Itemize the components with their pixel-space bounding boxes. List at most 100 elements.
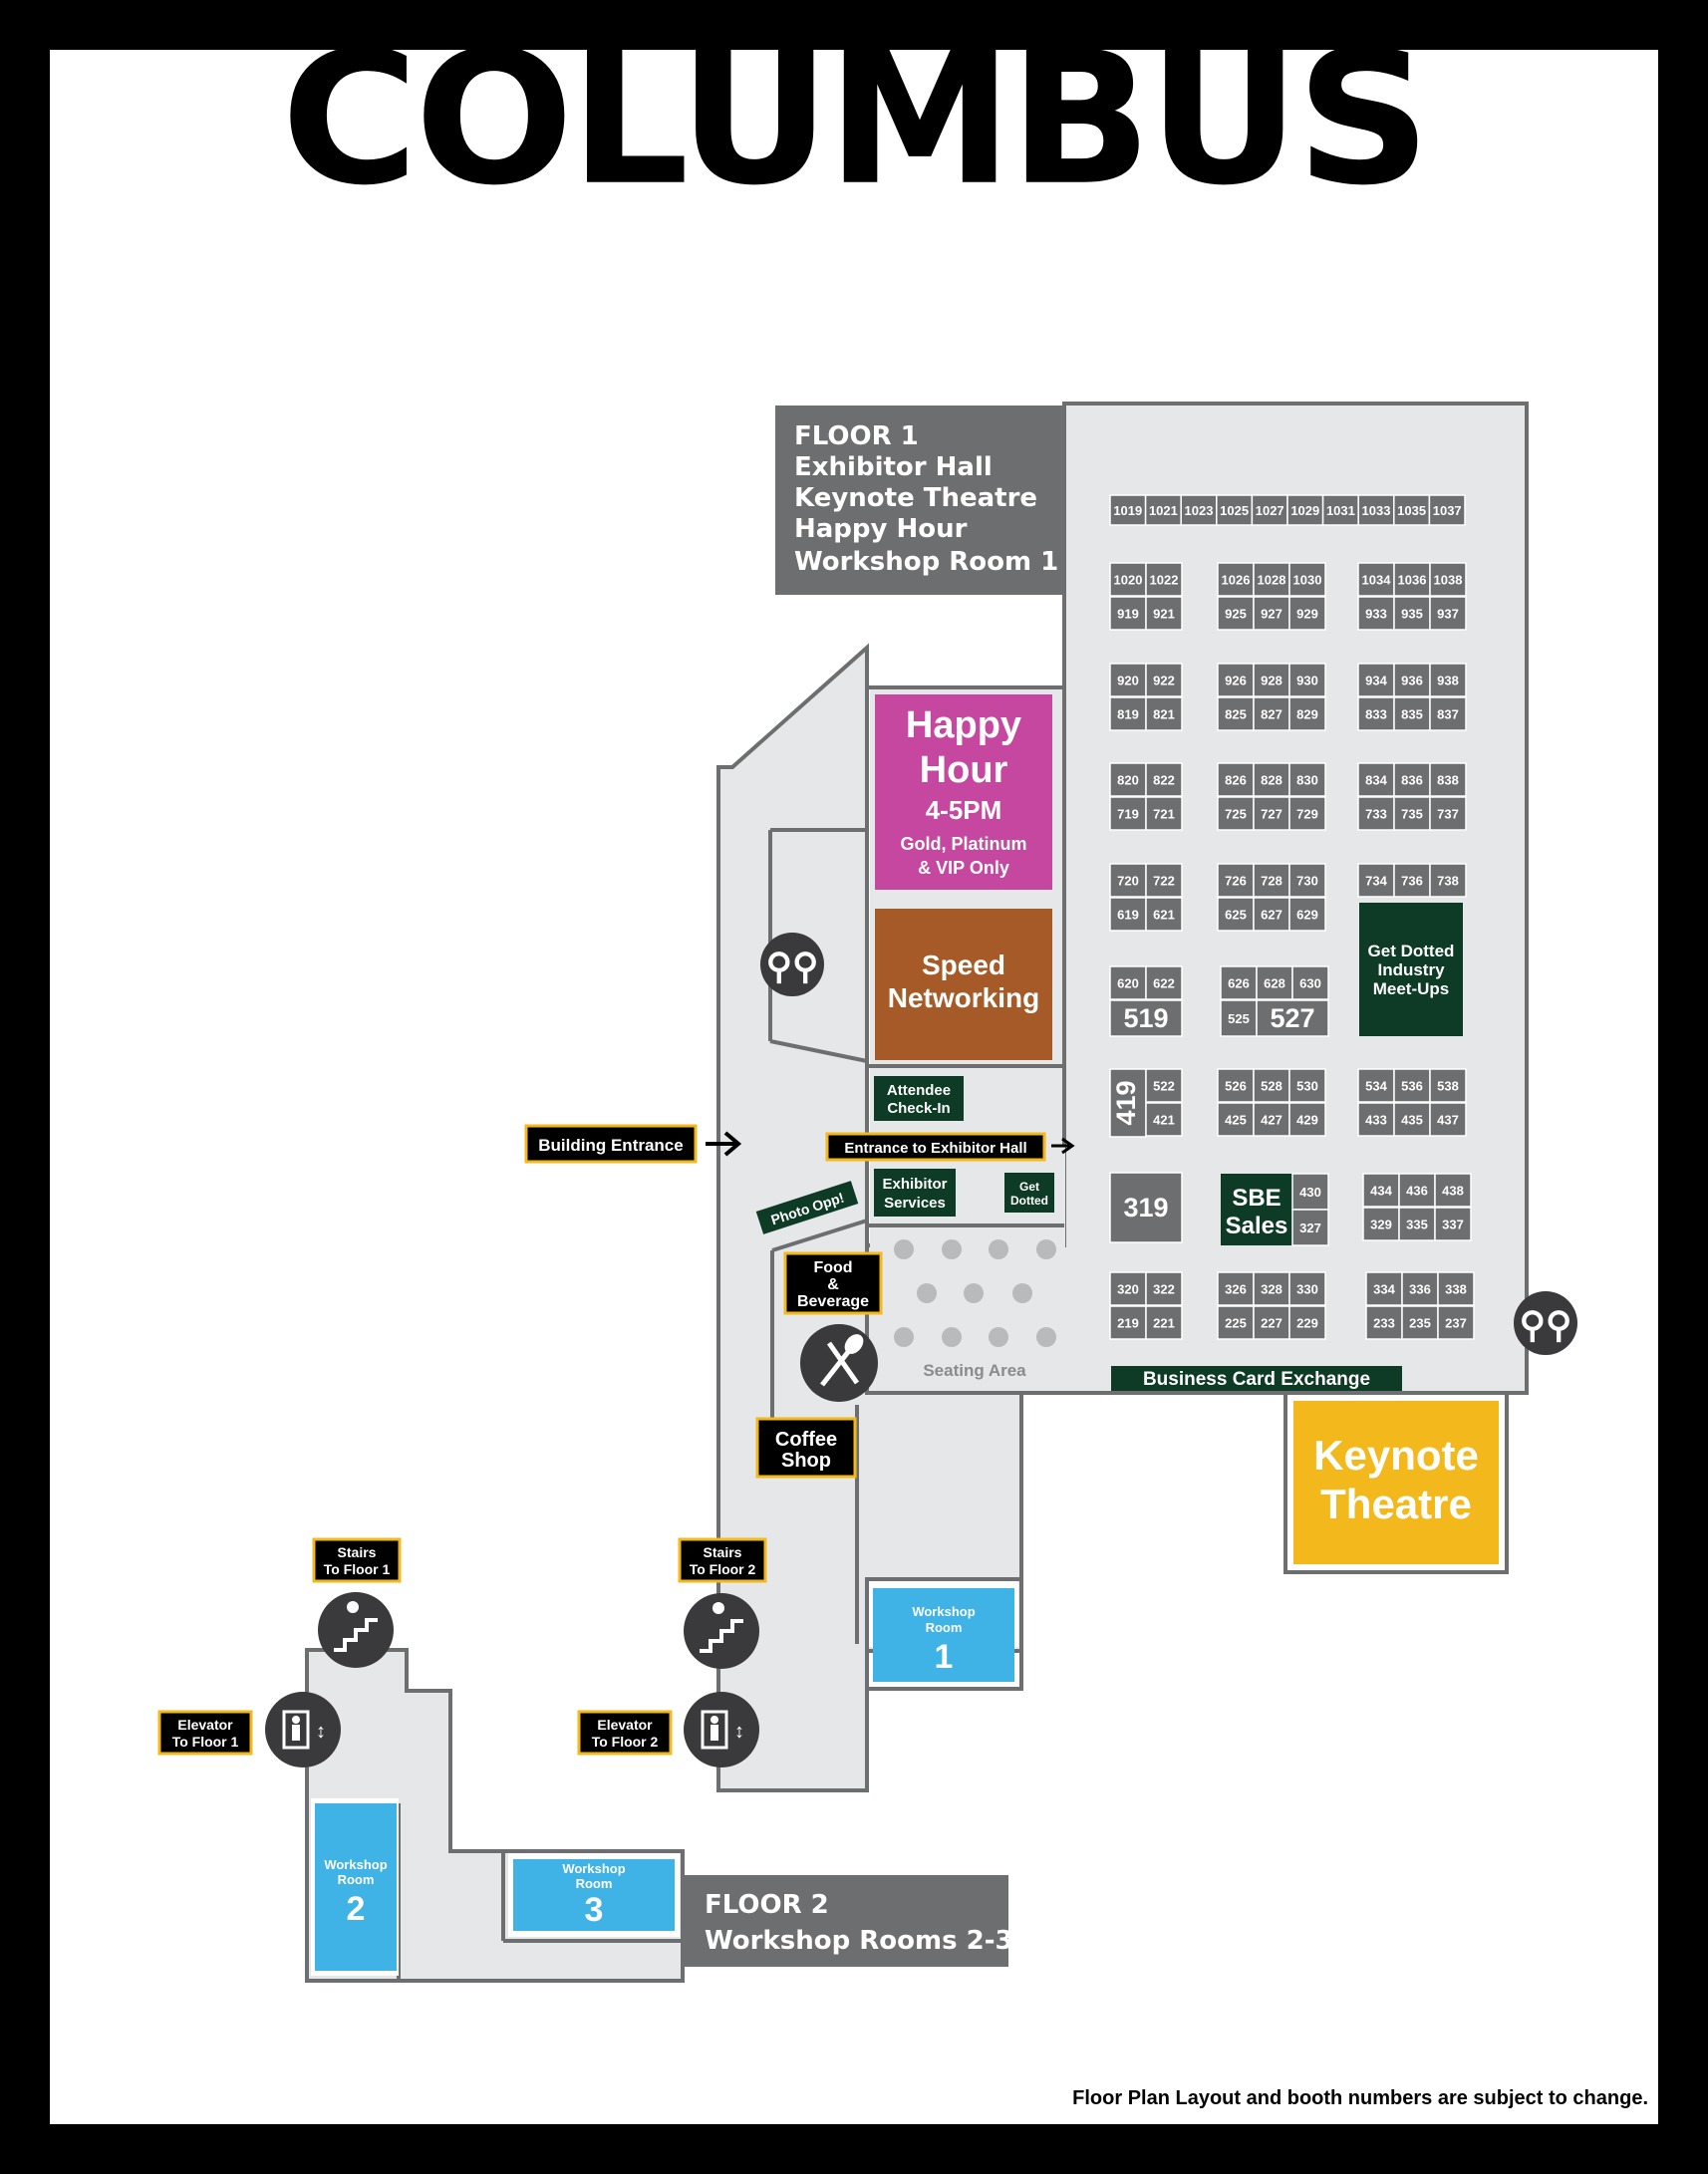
booth-319 bbox=[1109, 1172, 1183, 1243]
booth-label: 536 bbox=[1401, 1079, 1423, 1094]
food-beverage-label: Food & Beverage bbox=[783, 1251, 883, 1315]
svg-text:2: 2 bbox=[347, 1890, 366, 1928]
booth-label: 838 bbox=[1437, 773, 1459, 788]
booth-label: 827 bbox=[1261, 707, 1282, 722]
booth-label: 825 bbox=[1225, 707, 1247, 722]
booth-label: 534 bbox=[1365, 1079, 1387, 1094]
booth-827 bbox=[1253, 696, 1290, 731]
svg-text:Coffee: Coffee bbox=[775, 1429, 837, 1451]
booth-326 bbox=[1217, 1271, 1255, 1306]
booth-label: 921 bbox=[1153, 607, 1175, 622]
booth-label: 920 bbox=[1117, 674, 1139, 688]
svg-text:Beverage: Beverage bbox=[797, 1293, 869, 1310]
booth-label: 938 bbox=[1437, 674, 1459, 688]
booth-733 bbox=[1357, 796, 1395, 831]
booth-label: 1036 bbox=[1398, 573, 1427, 588]
svg-text:Speed: Speed bbox=[922, 950, 1005, 980]
booth-425 bbox=[1217, 1102, 1255, 1137]
booth-label: 620 bbox=[1117, 976, 1139, 991]
workshop-room-2: Workshop Room 2 bbox=[311, 1798, 399, 1976]
booth-822 bbox=[1145, 762, 1183, 797]
svg-text:Stairs: Stairs bbox=[338, 1544, 377, 1560]
booth-label: 928 bbox=[1261, 674, 1282, 688]
svg-text:To Floor 2: To Floor 2 bbox=[592, 1734, 659, 1750]
building-entrance-label: Building Entrance bbox=[524, 1124, 698, 1164]
booth-label: 719 bbox=[1117, 807, 1139, 822]
booth-label: 429 bbox=[1296, 1113, 1318, 1128]
booth-label: 235 bbox=[1409, 1316, 1431, 1331]
booth-336 bbox=[1401, 1271, 1439, 1306]
booth-728 bbox=[1253, 863, 1290, 898]
booth-519 bbox=[1109, 999, 1183, 1037]
svg-text:Stairs: Stairs bbox=[704, 1544, 742, 1560]
entrance-exhibitor-hall-label: Entrance to Exhibitor Hall bbox=[825, 1132, 1046, 1162]
svg-text:Workshop: Workshop bbox=[912, 1604, 975, 1619]
svg-text:SBE: SBE bbox=[1232, 1185, 1281, 1212]
svg-text:Dotted: Dotted bbox=[1010, 1194, 1048, 1208]
booth-726 bbox=[1217, 863, 1255, 898]
booth-938 bbox=[1429, 663, 1467, 697]
svg-text:Services: Services bbox=[884, 1195, 946, 1212]
booth-label: 1021 bbox=[1149, 503, 1178, 518]
booth-label: 622 bbox=[1153, 976, 1175, 991]
booth-1030 bbox=[1288, 562, 1326, 597]
booth-label: 937 bbox=[1437, 607, 1459, 622]
booth-label: 628 bbox=[1264, 976, 1285, 991]
booth-label: 337 bbox=[1442, 1218, 1464, 1232]
restroom-icon: ⚲⚲ bbox=[760, 933, 824, 996]
booth-836 bbox=[1393, 762, 1431, 797]
svg-text:⚲⚲: ⚲⚲ bbox=[1520, 1304, 1572, 1345]
restroom-icon: ⚲⚲ bbox=[1514, 1291, 1577, 1355]
booth-430 bbox=[1291, 1173, 1329, 1211]
svg-text:Room: Room bbox=[576, 1876, 613, 1891]
booth-936 bbox=[1393, 663, 1431, 697]
booth-label: 926 bbox=[1225, 674, 1247, 688]
booth-834 bbox=[1357, 762, 1395, 797]
booth-label: 935 bbox=[1401, 607, 1423, 622]
booth-label: 1037 bbox=[1433, 503, 1462, 518]
booth-1038 bbox=[1429, 562, 1467, 597]
keynote-theatre: Keynote Theatre bbox=[1283, 1391, 1509, 1574]
booth-1020 bbox=[1109, 562, 1147, 597]
booth-label: 834 bbox=[1365, 773, 1387, 788]
booth-235 bbox=[1401, 1305, 1439, 1340]
booth-label: 528 bbox=[1261, 1079, 1282, 1094]
booth-label: 433 bbox=[1365, 1113, 1387, 1128]
booth-1028 bbox=[1253, 562, 1290, 597]
workshop-room-3: Workshop Room 3 bbox=[508, 1853, 680, 1937]
seating-area: Seating Area bbox=[894, 1239, 1056, 1380]
svg-text:Elevator: Elevator bbox=[177, 1717, 233, 1733]
booth-821 bbox=[1145, 696, 1183, 731]
svg-text:Entrance to Exhibitor Hall: Entrance to Exhibitor Hall bbox=[844, 1140, 1026, 1157]
fork-spoon-icon bbox=[800, 1324, 878, 1402]
booth-label: 625 bbox=[1225, 908, 1247, 923]
workshop-room-1: Workshop Room 1 bbox=[867, 1579, 1018, 1682]
booth-label: 725 bbox=[1225, 807, 1247, 822]
booth-1023 bbox=[1180, 494, 1218, 526]
booth-label: 221 bbox=[1153, 1316, 1175, 1331]
svg-text:FLOOR 1: FLOOR 1 bbox=[794, 421, 919, 451]
arrow-icon bbox=[1051, 1137, 1075, 1155]
booth-label: 829 bbox=[1296, 707, 1318, 722]
attendee-checkin: Attendee Check-In bbox=[874, 1076, 964, 1121]
svg-text:Seating Area: Seating Area bbox=[923, 1361, 1026, 1380]
booth-829 bbox=[1288, 696, 1326, 731]
booth-label: 329 bbox=[1370, 1218, 1392, 1232]
booth-926 bbox=[1217, 663, 1255, 697]
workshop-room-1-wall bbox=[865, 1577, 1023, 1691]
booth-label: 929 bbox=[1296, 607, 1318, 622]
svg-text:Business Card Exchange: Business Card Exchange bbox=[1143, 1369, 1370, 1390]
booth- bbox=[1109, 1068, 1147, 1138]
stairs-icon bbox=[684, 1593, 759, 1669]
elevator-floor2-label: Elevator To Floor 2 bbox=[577, 1710, 673, 1756]
booth-label: 421 bbox=[1153, 1113, 1175, 1128]
svg-text:Workshop Room 1: Workshop Room 1 bbox=[794, 547, 1058, 577]
booth-838 bbox=[1429, 762, 1467, 797]
booth-629 bbox=[1288, 897, 1326, 932]
booth-433 bbox=[1357, 1102, 1395, 1137]
booth-label: 437 bbox=[1437, 1113, 1459, 1128]
booth-1026 bbox=[1217, 562, 1255, 597]
svg-text:⚲⚲: ⚲⚲ bbox=[766, 946, 819, 986]
booth-828 bbox=[1253, 762, 1290, 797]
